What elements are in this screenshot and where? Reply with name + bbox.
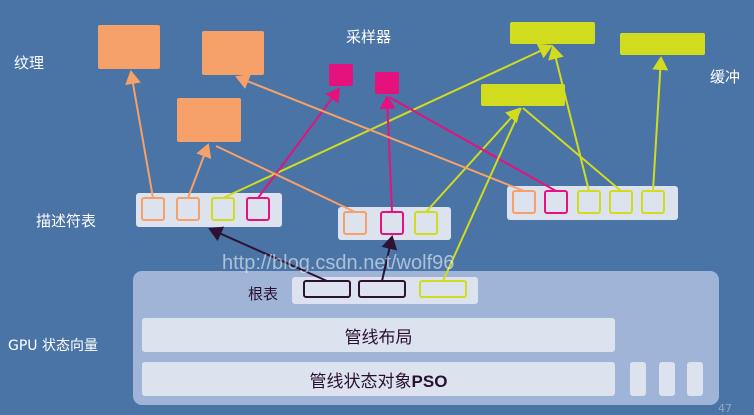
slot-t2-texture — [343, 211, 367, 235]
pipeline-layout-bar: 管线布局 — [142, 318, 615, 352]
buffer-2 — [620, 33, 705, 55]
texture-2 — [202, 31, 264, 75]
link-t3-samp2 — [388, 96, 557, 192]
buffer-3 — [481, 84, 565, 106]
sampler-1 — [329, 64, 353, 86]
sampler-label: 采样器 — [346, 28, 392, 46]
link-t1-samp1 — [257, 87, 341, 199]
watermark: http://blog.csdn.net/wolf96 — [222, 252, 455, 274]
small-bar-2 — [659, 362, 675, 396]
link-t2-tex3 — [215, 145, 356, 213]
gpu-state-vector-label: GPU 状态向量 — [8, 338, 98, 354]
small-bar-1 — [630, 362, 646, 396]
link-t3-buf2 — [652, 56, 669, 192]
slot-t2-buffer — [414, 211, 438, 235]
slot-t1-sampler — [246, 197, 270, 221]
slot-t3-buffer — [577, 190, 601, 214]
root-slot-2 — [358, 280, 406, 298]
sampler-2 — [375, 72, 399, 94]
slot-t3-sampler — [544, 190, 568, 214]
texture-3 — [177, 98, 241, 142]
link-root2-t2 — [381, 235, 398, 282]
slot-t1-texture — [176, 197, 200, 221]
link-t2-samp2 — [379, 95, 396, 213]
buffer-1 — [510, 22, 595, 44]
page-number: 47 — [718, 402, 732, 415]
pso-label: 管线状态对象PSO — [310, 367, 448, 392]
texture-1 — [98, 25, 160, 69]
pso-suffix: PSO — [411, 371, 448, 391]
link-t2-buf3 — [425, 107, 521, 213]
link-t3-tex2 — [235, 73, 525, 192]
pipeline-layout-label: 管线布局 — [344, 327, 413, 348]
slot-t3-texture — [512, 190, 536, 214]
pso-bar: 管线状态对象PSO — [142, 362, 615, 396]
link-root-buf3 — [442, 107, 522, 282]
small-bar-3 — [687, 362, 703, 396]
link-t3-buf1 — [548, 45, 590, 192]
slot-t3-buffer — [609, 190, 633, 214]
link-root1-t1 — [208, 226, 328, 282]
slot-t3-buffer — [641, 190, 665, 214]
root-slot-3 — [419, 280, 467, 298]
link-t1-tex3 — [187, 143, 212, 199]
link-t3-buf3 — [522, 107, 622, 192]
link-t1-buf1 — [222, 43, 553, 199]
slot-t1-buffer — [211, 197, 235, 221]
slot-t1-texture — [141, 197, 165, 221]
pso-prefix: 管线状态对象 — [309, 371, 412, 392]
root-table-label: 根表 — [248, 285, 279, 303]
link-t1-tex1 — [125, 70, 154, 199]
descriptor-table-label: 描述符表 — [36, 212, 97, 230]
slot-t2-sampler — [380, 211, 404, 235]
texture-label: 纹理 — [14, 54, 45, 72]
buffer-label: 缓冲 — [710, 68, 741, 86]
root-slot-1 — [303, 280, 351, 298]
